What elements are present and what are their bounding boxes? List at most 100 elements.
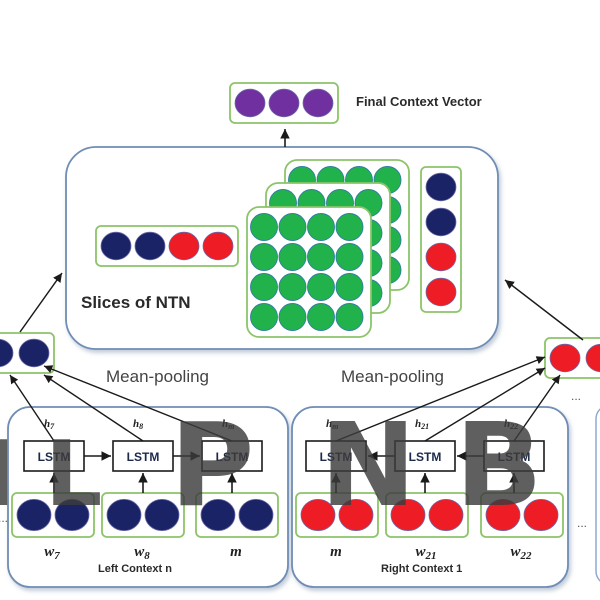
word-vector-cell-navy xyxy=(238,498,274,532)
hidden-state-label: h7 xyxy=(44,418,55,431)
slice-cell xyxy=(307,213,335,241)
ellipsis-left: ... xyxy=(0,511,8,525)
hidden-state-label: h8 xyxy=(133,418,143,431)
slice-cell xyxy=(335,213,364,241)
word-vector-cell-navy xyxy=(144,498,180,532)
slice-cell xyxy=(250,243,278,271)
concat-vector-cell-red xyxy=(202,231,234,261)
word-vector-cell-red xyxy=(390,498,426,532)
slice-cell xyxy=(335,303,364,331)
right-context-label: Right Context 1 xyxy=(381,563,462,575)
column-vector-cell-red xyxy=(425,277,457,307)
left-pool-cell-navy xyxy=(0,338,14,368)
word-vector-cell-red xyxy=(300,498,336,532)
word-label: w7 xyxy=(44,544,60,562)
final-vector-cell-purple xyxy=(302,88,334,118)
final-vector-cell-purple xyxy=(234,88,266,118)
word-label: m xyxy=(230,544,242,560)
word-vector-cell-red xyxy=(338,498,374,532)
ellipsis-pool-right: ... xyxy=(571,389,581,403)
left-context-label: Left Context n xyxy=(98,563,172,575)
ntn-label: Slices of NTN xyxy=(81,293,191,312)
word-label: m xyxy=(330,544,342,560)
watermark-letter: L xyxy=(45,422,102,527)
slice-cell xyxy=(307,243,335,271)
final-vector-cell-purple xyxy=(268,88,300,118)
arrow-lstm-to-pool xyxy=(9,374,55,442)
slice-frame xyxy=(246,206,372,338)
hidden-state-label: hm xyxy=(326,418,338,431)
watermark-letter: P xyxy=(170,399,254,533)
slice-cell xyxy=(307,273,335,301)
lstm-cell xyxy=(394,440,456,472)
lstm-cell xyxy=(112,440,174,472)
lstm-cell xyxy=(23,440,85,472)
arrow-lstm-to-pool xyxy=(43,365,233,442)
right-pool-cell-red xyxy=(549,343,581,373)
word-vector-cell-red xyxy=(428,498,464,532)
word-vector-cell-navy xyxy=(16,498,52,532)
left-mean-pooling-label: Mean-pooling xyxy=(106,367,209,386)
slice-cell xyxy=(250,303,278,331)
word-vector-cell-red xyxy=(485,498,521,532)
next-context-box-edge xyxy=(595,408,600,582)
concat-vector-cell-red xyxy=(168,231,200,261)
lstm-cell-label: LSTM xyxy=(498,450,531,464)
ntn-concat-vector xyxy=(95,225,239,267)
left-mean-pool-vector xyxy=(0,332,55,374)
lstm-cell xyxy=(483,440,545,472)
arrow-lstm-to-pool xyxy=(335,356,546,442)
hidden-state-label: hm xyxy=(222,418,234,431)
lstm-cell xyxy=(201,440,263,472)
column-vector-cell-navy xyxy=(425,172,457,202)
arrow-right-pool-to-ntn xyxy=(504,279,584,341)
word-label: w21 xyxy=(415,544,436,562)
word-label: w22 xyxy=(510,544,532,562)
watermark-letter: I xyxy=(0,422,16,527)
final-context-vector xyxy=(229,82,339,124)
slice-cell xyxy=(278,213,307,241)
arrow-lstm-to-pool xyxy=(43,374,144,442)
word-vector-cell-navy xyxy=(106,498,142,532)
arrow-lstm-to-pool xyxy=(424,367,546,442)
watermark-letter: N xyxy=(320,399,416,533)
left-pool-cell-navy xyxy=(18,338,50,368)
slice-cell xyxy=(335,273,364,301)
ellipsis-right: ... xyxy=(577,516,587,530)
concat-vector-cell-navy xyxy=(100,231,132,261)
slice-cell xyxy=(278,303,307,331)
slice-cell xyxy=(278,273,307,301)
arrow-left-pool-to-ntn xyxy=(19,272,63,333)
slice-cell xyxy=(335,243,364,271)
ntn-tensor-slices xyxy=(246,159,410,338)
concat-vector-frame xyxy=(95,225,239,267)
slice-cell xyxy=(250,213,278,241)
ntn-column-vector xyxy=(420,166,462,313)
arrow-lstm-to-pool xyxy=(513,374,561,442)
lstm-cell-label: LSTM xyxy=(127,450,160,464)
hidden-state-label: h21 xyxy=(415,418,429,431)
slice-cell xyxy=(307,303,335,331)
word-vector-cell-navy xyxy=(54,498,90,532)
ntn-slice-3 xyxy=(246,206,372,338)
final-context-vector-label: Final Context Vector xyxy=(356,94,482,109)
right-mean-pooling-label: Mean-pooling xyxy=(341,367,444,386)
watermark-letter: B xyxy=(455,399,543,533)
column-vector-frame xyxy=(420,166,462,313)
lstm-cell-label: LSTM xyxy=(409,450,442,464)
word-vector-cell-red xyxy=(523,498,559,532)
lstm-cell-label: LSTM xyxy=(38,450,71,464)
lstm-cell-label: LSTM xyxy=(320,450,353,464)
right-mean-pool-vector xyxy=(544,337,600,379)
concat-vector-cell-navy xyxy=(134,231,166,261)
lstm-cell-label: LSTM xyxy=(216,450,249,464)
right-pool-cell-red xyxy=(585,343,600,373)
column-vector-cell-red xyxy=(425,242,457,272)
slice-cell xyxy=(278,243,307,271)
watermark: ILPNB xyxy=(0,399,543,533)
column-vector-cell-navy xyxy=(425,207,457,237)
slice-cell xyxy=(250,273,278,301)
hidden-state-label: h22 xyxy=(504,418,518,431)
